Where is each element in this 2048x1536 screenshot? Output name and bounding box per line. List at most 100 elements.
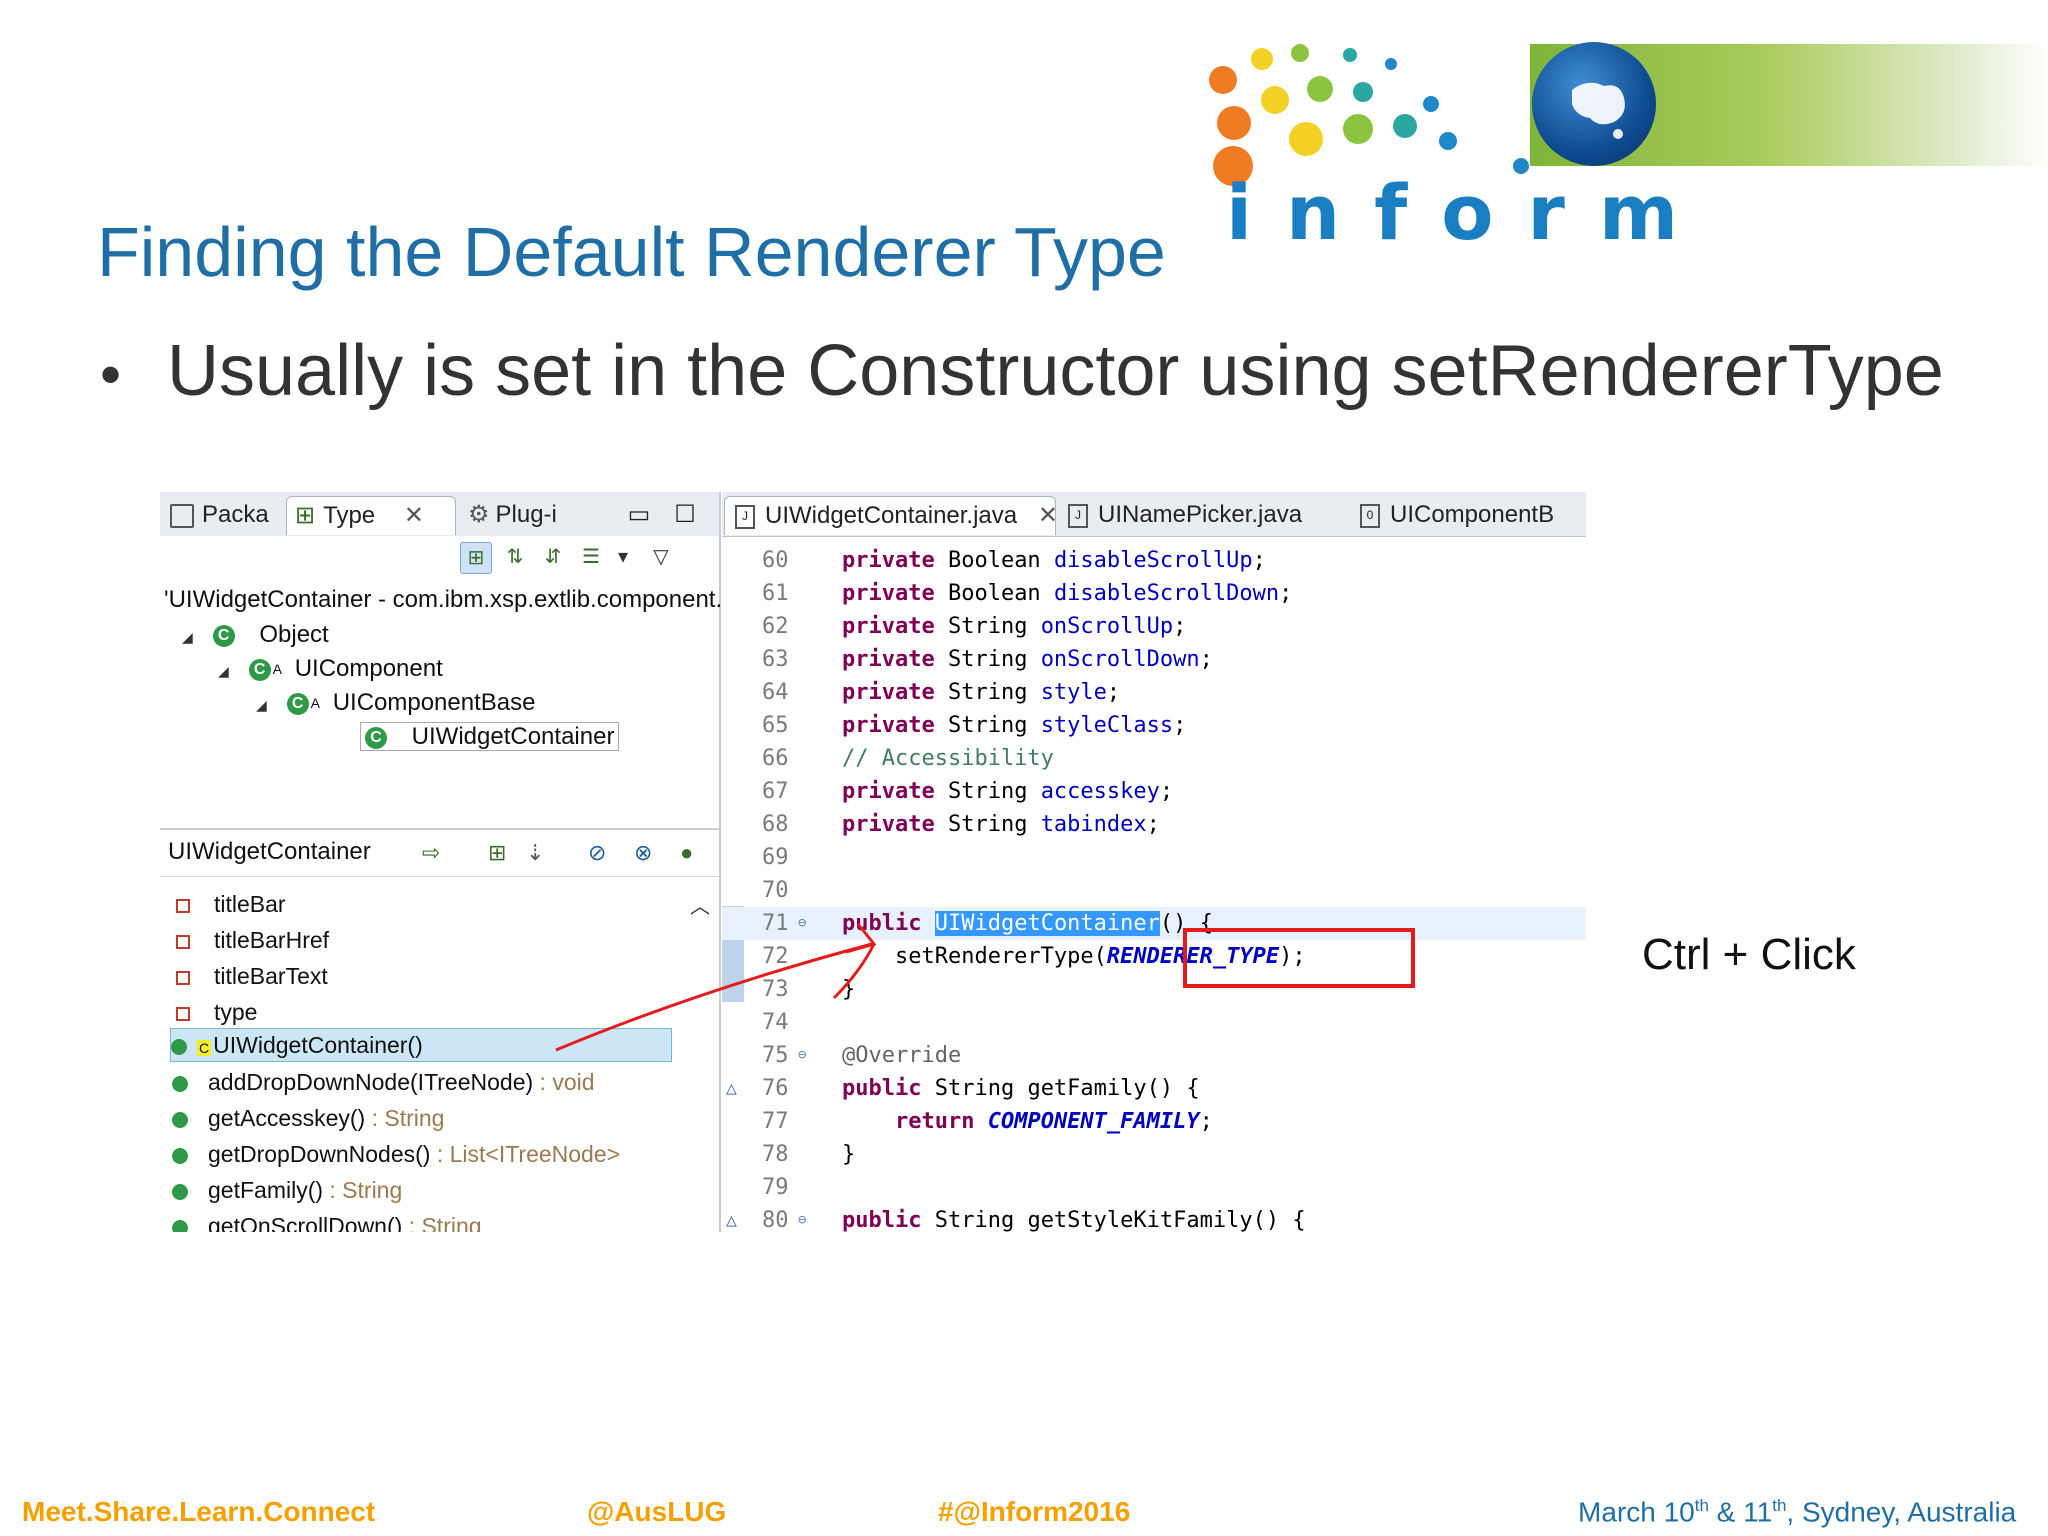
ctrl-click-annotation: Ctrl + Click <box>1642 930 1856 979</box>
private-field-icon <box>176 934 190 949</box>
class-file-icon: 0 <box>1360 503 1380 528</box>
plugin-icon: ⚙ <box>468 501 490 528</box>
members-title: UIWidgetContainer <box>168 838 371 865</box>
footer-tagline: Meet.Share.Learn.Connect <box>22 1496 376 1527</box>
collapse-icon[interactable]: ◢ <box>218 663 229 679</box>
member-field[interactable]: titleBar <box>172 888 286 920</box>
scroll-up-icon[interactable]: ︿ <box>690 896 710 918</box>
class-icon: C <box>212 624 235 647</box>
hide-fields-icon[interactable]: ⊘ <box>588 840 607 865</box>
package-icon <box>170 503 194 528</box>
bullet-text: Usually is set in the Constructor using … <box>167 331 1944 411</box>
tab-plugins[interactable]: ⚙Plug-i <box>468 501 557 528</box>
code-line[interactable]: 77 return COMPONENT_FAMILY; <box>762 1109 1213 1134</box>
code-line[interactable]: 75⊖@Override <box>722 1039 1586 1072</box>
ide-screenshot: Packa ⊞Type ✕ ⚙Plug-i ▭ ☐ ⊞ ⇅ ⇵ ☰ ▾ ▽ 'U… <box>160 492 1586 1232</box>
code-line[interactable]: 70 <box>762 878 789 903</box>
highlight-box <box>1183 928 1415 988</box>
code-line[interactable]: 74 <box>762 1010 789 1035</box>
code-line[interactable]: 66// Accessibility <box>762 746 1054 771</box>
hierarchy-header: 'UIWidgetContainer - com.ibm.xsp.extlib.… <box>164 586 735 613</box>
hide-nonpublic-icon[interactable]: ● <box>680 840 694 865</box>
globe-icon <box>1532 42 1656 166</box>
member-method[interactable]: addDropDownNode(ITreeNode) : void <box>172 1066 595 1098</box>
private-field-icon <box>176 970 190 985</box>
maximize-icon[interactable]: ☐ <box>674 501 696 528</box>
abstract-class-icon: C <box>248 658 271 681</box>
hierarchy-toolbar: ⊞ ⇅ ⇵ ☰ ▾ ▽ <box>160 536 719 578</box>
fold-icon[interactable]: ⊖ <box>798 1047 807 1063</box>
code-line-current[interactable]: 71⊖public UIWidgetContainer() { <box>722 907 1586 940</box>
member-field[interactable]: type <box>172 996 257 1028</box>
java-file-icon: J <box>735 504 755 529</box>
show-subtype-icon[interactable]: ⇵ <box>544 546 562 568</box>
logo-wordmark: inform <box>1226 168 1713 257</box>
tree-item-uiwidgetcontainer[interactable]: C UIWidgetContainer <box>360 722 620 752</box>
private-field-icon <box>176 898 190 913</box>
bullet-dot-icon: • <box>100 341 122 408</box>
view-menu-icon[interactable]: ▽ <box>653 546 669 568</box>
type-hierarchy-pane: Packa ⊞Type ✕ ⚙Plug-i ▭ ☐ ⊞ ⇅ ⇵ ☰ ▾ ▽ 'U… <box>160 492 734 1232</box>
collapse-icon[interactable]: ◢ <box>256 697 267 713</box>
focus-class-icon: C <box>365 726 387 749</box>
show-inherited-icon[interactable]: ⊞ <box>488 840 507 865</box>
code-line[interactable]: 78} <box>762 1142 856 1167</box>
override-marker-icon: △ <box>726 1078 737 1099</box>
member-field[interactable]: titleBarHref <box>172 924 329 956</box>
members-toolbar: UIWidgetContainer ⇨ ⊞ ⇣ ⊘ ⊗ ● <box>160 828 719 877</box>
sort-by-type-icon[interactable]: ⇣ <box>526 840 545 865</box>
dropdown-icon[interactable]: ▾ <box>617 546 629 568</box>
code-line[interactable]: 73} <box>762 977 856 1002</box>
code-line[interactable]: 79 <box>762 1175 789 1200</box>
public-method-icon <box>172 1219 188 1232</box>
member-method[interactable]: getAccesskey() : String <box>172 1102 444 1134</box>
override-marker-icon: △ <box>726 1210 737 1231</box>
hierarchy-icon: ⊞ <box>295 502 316 529</box>
code-line[interactable]: 72 setRendererType(RENDERER_TYPE); <box>762 944 1306 969</box>
close-icon[interactable]: ✕ <box>1037 502 1058 529</box>
footer-twitter: @AusLUG <box>587 1496 727 1527</box>
tree-item-object[interactable]: ◢ C Object <box>182 620 329 652</box>
tab-type-hierarchy[interactable]: ⊞Type ✕ <box>286 496 456 535</box>
footer-date: March 10th & 11th, Sydney, Australia <box>1578 1496 2017 1528</box>
tab-package-explorer[interactable]: Packa <box>162 496 270 534</box>
fold-icon[interactable]: ⊖ <box>798 915 807 931</box>
fold-icon[interactable]: ⊖ <box>798 1212 807 1228</box>
member-field[interactable]: titleBarText <box>172 960 328 992</box>
view-tabbar: Packa ⊞Type ✕ ⚙Plug-i ▭ ☐ <box>160 492 719 537</box>
public-method-icon <box>172 1111 188 1128</box>
collapse-icon[interactable]: ◢ <box>182 629 193 645</box>
footer-hashtag: #@Inform2016 <box>938 1496 1131 1527</box>
code-line[interactable]: 69 <box>762 845 789 870</box>
show-supertype-icon[interactable]: ⇅ <box>506 546 524 568</box>
member-method[interactable]: getDropDownNodes() : List<ITreeNode> <box>172 1138 620 1170</box>
code-line[interactable]: △80⊖public String getStyleKitFamily() { <box>722 1204 1586 1232</box>
minimize-icon[interactable]: ▭ <box>627 501 651 528</box>
show-type-hierarchy-icon[interactable]: ⊞ <box>460 542 492 574</box>
abstract-class-icon: C <box>286 692 309 715</box>
member-method[interactable]: getOnScrollDown() : String <box>172 1210 482 1232</box>
hide-static-icon[interactable]: ⊗ <box>634 840 653 865</box>
lock-view-icon[interactable]: ⇨ <box>422 840 441 865</box>
private-field-icon <box>176 1006 190 1021</box>
member-method[interactable]: getFamily() : String <box>172 1174 402 1206</box>
close-icon[interactable]: ✕ <box>403 502 424 529</box>
history-icon[interactable]: ☰ <box>582 546 600 568</box>
